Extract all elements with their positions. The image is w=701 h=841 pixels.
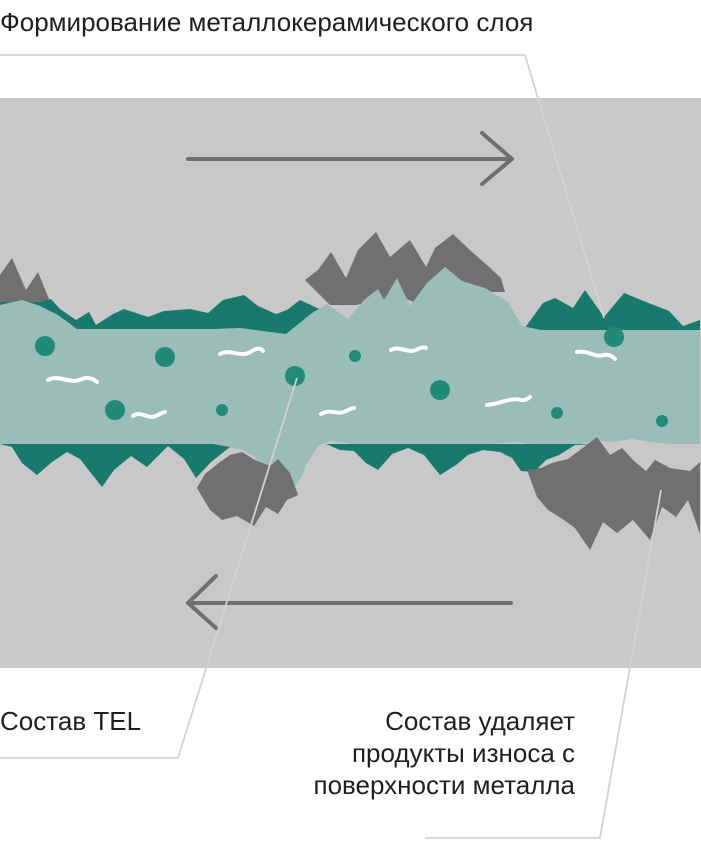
particle <box>604 327 624 347</box>
top-metal-profile <box>0 258 49 308</box>
fiber-strand <box>46 375 99 384</box>
top-leader-line <box>0 54 605 319</box>
wear-products-line-2: продукты износа с <box>351 738 575 768</box>
fiber-strand <box>485 395 532 407</box>
top-ceramic-layer <box>0 290 700 340</box>
wear-products-label: Состав удаляет продукты износа с поверхн… <box>313 705 575 801</box>
wear-products-line-3: поверхности металла <box>313 770 575 800</box>
particle <box>349 350 361 362</box>
particle <box>285 366 305 386</box>
tel-composition-label: Состав TEL <box>0 706 142 736</box>
particle <box>216 404 228 416</box>
arrow-right-icon <box>186 131 514 186</box>
particle <box>656 415 668 427</box>
removal-leader-line <box>425 489 662 839</box>
fiber-strand <box>218 346 265 356</box>
particle <box>551 407 563 419</box>
bottom-metal-profile-left <box>197 452 298 526</box>
wear-products-line-1: Состав удаляет <box>385 706 575 736</box>
formation-layer-label: Формирование металлокерамического слоя <box>0 7 534 37</box>
arrow-left-icon <box>186 574 513 630</box>
particle <box>155 347 175 367</box>
fiber-strand <box>389 345 428 353</box>
bottom-ceramic-layer-right <box>326 444 640 475</box>
bottom-ceramic-layer <box>0 444 230 487</box>
bottom-metal-profile-right <box>527 437 700 550</box>
fiber-strand <box>319 406 356 416</box>
tel-leader-line <box>0 377 298 759</box>
particle <box>35 336 55 356</box>
particle <box>430 380 450 400</box>
particle <box>105 400 125 420</box>
composition-layer <box>0 267 700 491</box>
fiber-strand <box>131 410 167 419</box>
fiber-strand <box>575 349 617 361</box>
